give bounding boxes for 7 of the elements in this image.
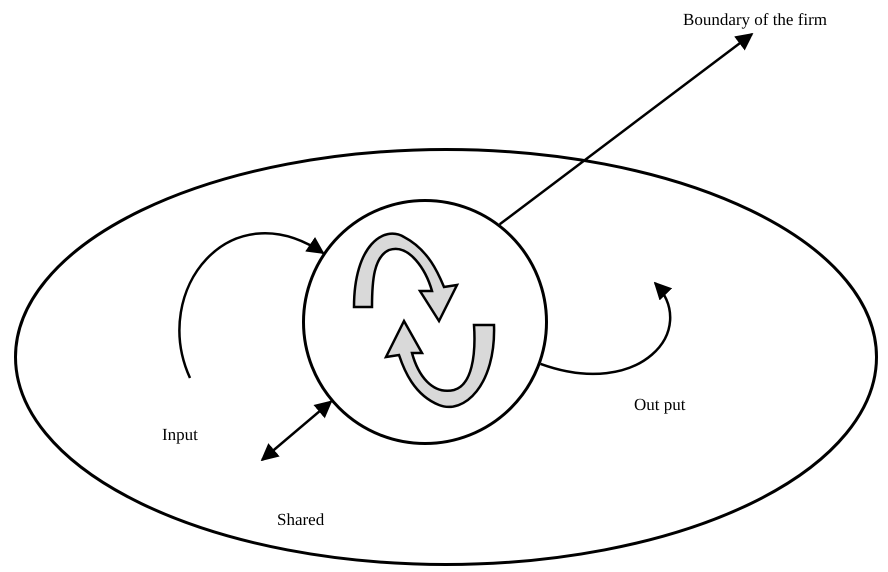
firm-circle	[302, 199, 548, 445]
boundary-ellipse	[14, 148, 878, 566]
arrow	[540, 282, 672, 375]
arrow	[498, 32, 754, 226]
boundary-label: Boundary of the firm	[683, 10, 827, 30]
arrow	[178, 232, 325, 378]
arrow	[260, 400, 332, 462]
